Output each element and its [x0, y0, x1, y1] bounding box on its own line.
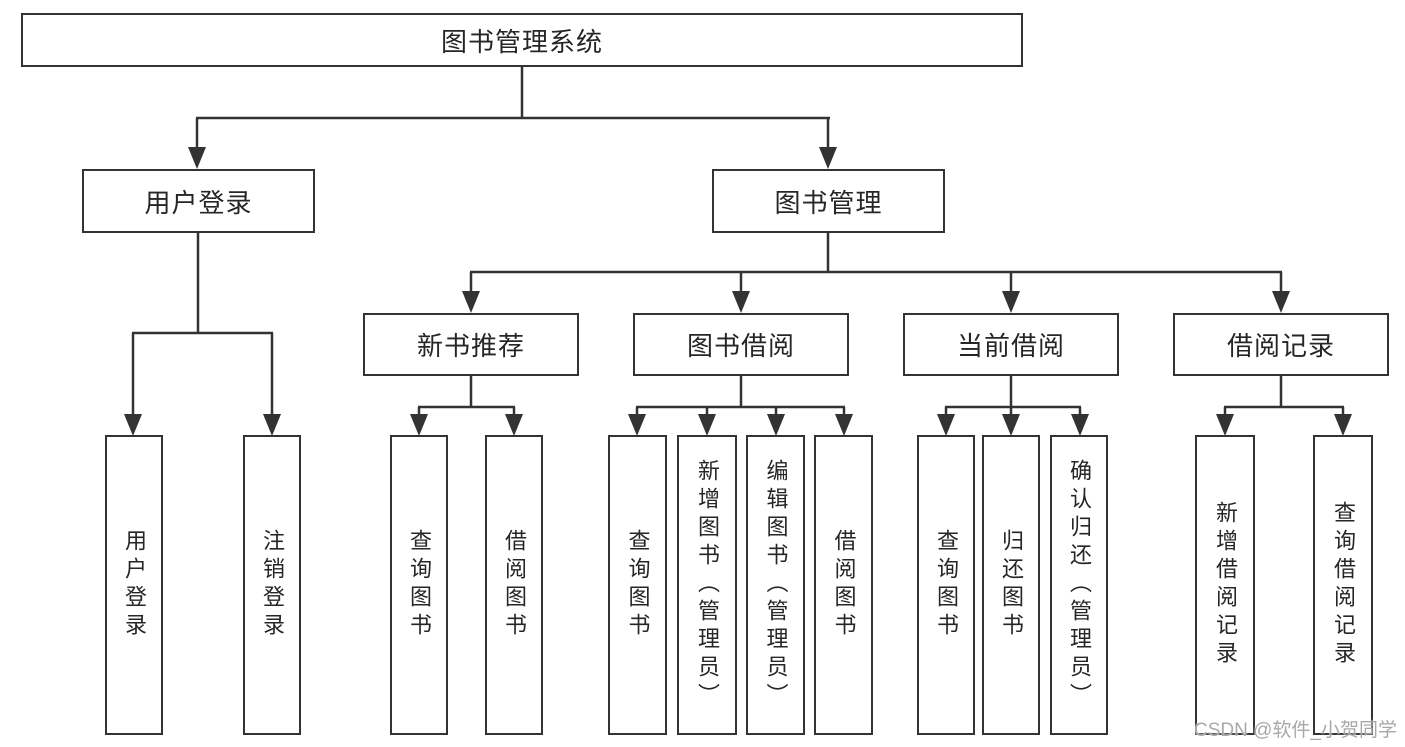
leaf-borrow-books: 借阅图书 [814, 435, 873, 735]
node-book-borrow: 图书借阅 [633, 313, 849, 376]
node-library-management-system: 图书管理系统 [21, 13, 1023, 67]
csdn-watermark: CSDN @软件_小贺同学 [1194, 720, 1397, 741]
node-label: 确认归还（管理员） [1067, 459, 1092, 711]
node-label: 新书推荐 [416, 331, 525, 361]
arrowhead-nb-leaf2 [505, 414, 523, 436]
node-label: 新增图书（管理员） [695, 459, 720, 711]
node-borrow-records: 借阅记录 [1173, 313, 1389, 376]
arrowhead-nb-leaf1 [410, 414, 428, 436]
node-label: 图书借阅 [686, 331, 795, 361]
leaf-user-login: 用户登录 [105, 435, 163, 735]
leaf-confirm-return-admin: 确认归还（管理员） [1050, 435, 1108, 735]
leaf-return-books: 归还图书 [982, 435, 1040, 735]
node-label: 借阅记录 [1226, 331, 1335, 361]
leaf-query-books-borrow: 查询图书 [608, 435, 667, 735]
arrowhead-bb-leaf4 [835, 414, 853, 436]
arrowhead-user-login [188, 147, 206, 169]
node-new-book-recommend: 新书推荐 [363, 313, 579, 376]
arrowhead-leaf-user-login [124, 414, 142, 436]
node-label: 归还图书 [999, 529, 1024, 641]
node-label: 编辑图书（管理员） [763, 459, 789, 711]
arrowhead-borrow-records [1272, 291, 1290, 313]
leaf-query-borrow-record: 查询借阅记录 [1313, 435, 1373, 735]
arrowhead-new-book [462, 291, 480, 313]
arrowhead-cb-leaf3 [1071, 414, 1089, 436]
node-label: 查询图书 [625, 529, 651, 641]
leaf-edit-books-admin: 编辑图书（管理员） [746, 435, 805, 735]
arrowhead-current-borrow [1002, 291, 1020, 313]
leaf-add-books-admin: 新增图书（管理员） [677, 435, 737, 735]
node-label: 注销登录 [260, 529, 285, 641]
arrowhead-book-management [819, 147, 837, 169]
node-label: 查询借阅记录 [1331, 501, 1356, 669]
node-label: 图书管理 [774, 187, 883, 218]
leaf-query-books-recommend: 查询图书 [390, 435, 448, 735]
node-label: 用户登录 [122, 529, 147, 641]
node-label: 查询图书 [407, 529, 432, 641]
arrowhead-br-leaf1 [1216, 414, 1234, 436]
arrowhead-book-borrow [732, 291, 750, 313]
arrowhead-cb-leaf2 [1002, 414, 1020, 436]
arrowhead-cb-leaf1 [937, 414, 955, 436]
leaf-add-borrow-record: 新增借阅记录 [1195, 435, 1255, 735]
arrowhead-leaf-logout [263, 414, 281, 436]
arrowheads [124, 147, 1352, 436]
node-label: 借阅图书 [831, 529, 857, 641]
leaf-borrow-books-recommend: 借阅图书 [485, 435, 543, 735]
node-book-management: 图书管理 [712, 169, 945, 233]
leaf-query-books-current: 查询图书 [917, 435, 975, 735]
arrowhead-bb-leaf2 [698, 414, 716, 436]
arrowhead-br-leaf2 [1334, 414, 1352, 436]
node-user-login: 用户登录 [82, 169, 315, 233]
node-current-borrow: 当前借阅 [903, 313, 1119, 376]
node-label: 当前借阅 [956, 331, 1065, 361]
arrowhead-bb-leaf1 [628, 414, 646, 436]
node-label: 借阅图书 [502, 529, 527, 641]
arrowhead-bb-leaf3 [767, 414, 785, 436]
leaf-logout: 注销登录 [243, 435, 301, 735]
node-label: 新增借阅记录 [1213, 501, 1238, 669]
node-label: 查询图书 [934, 529, 959, 641]
node-label: 图书管理系统 [440, 26, 603, 57]
node-label: 用户登录 [144, 187, 253, 218]
